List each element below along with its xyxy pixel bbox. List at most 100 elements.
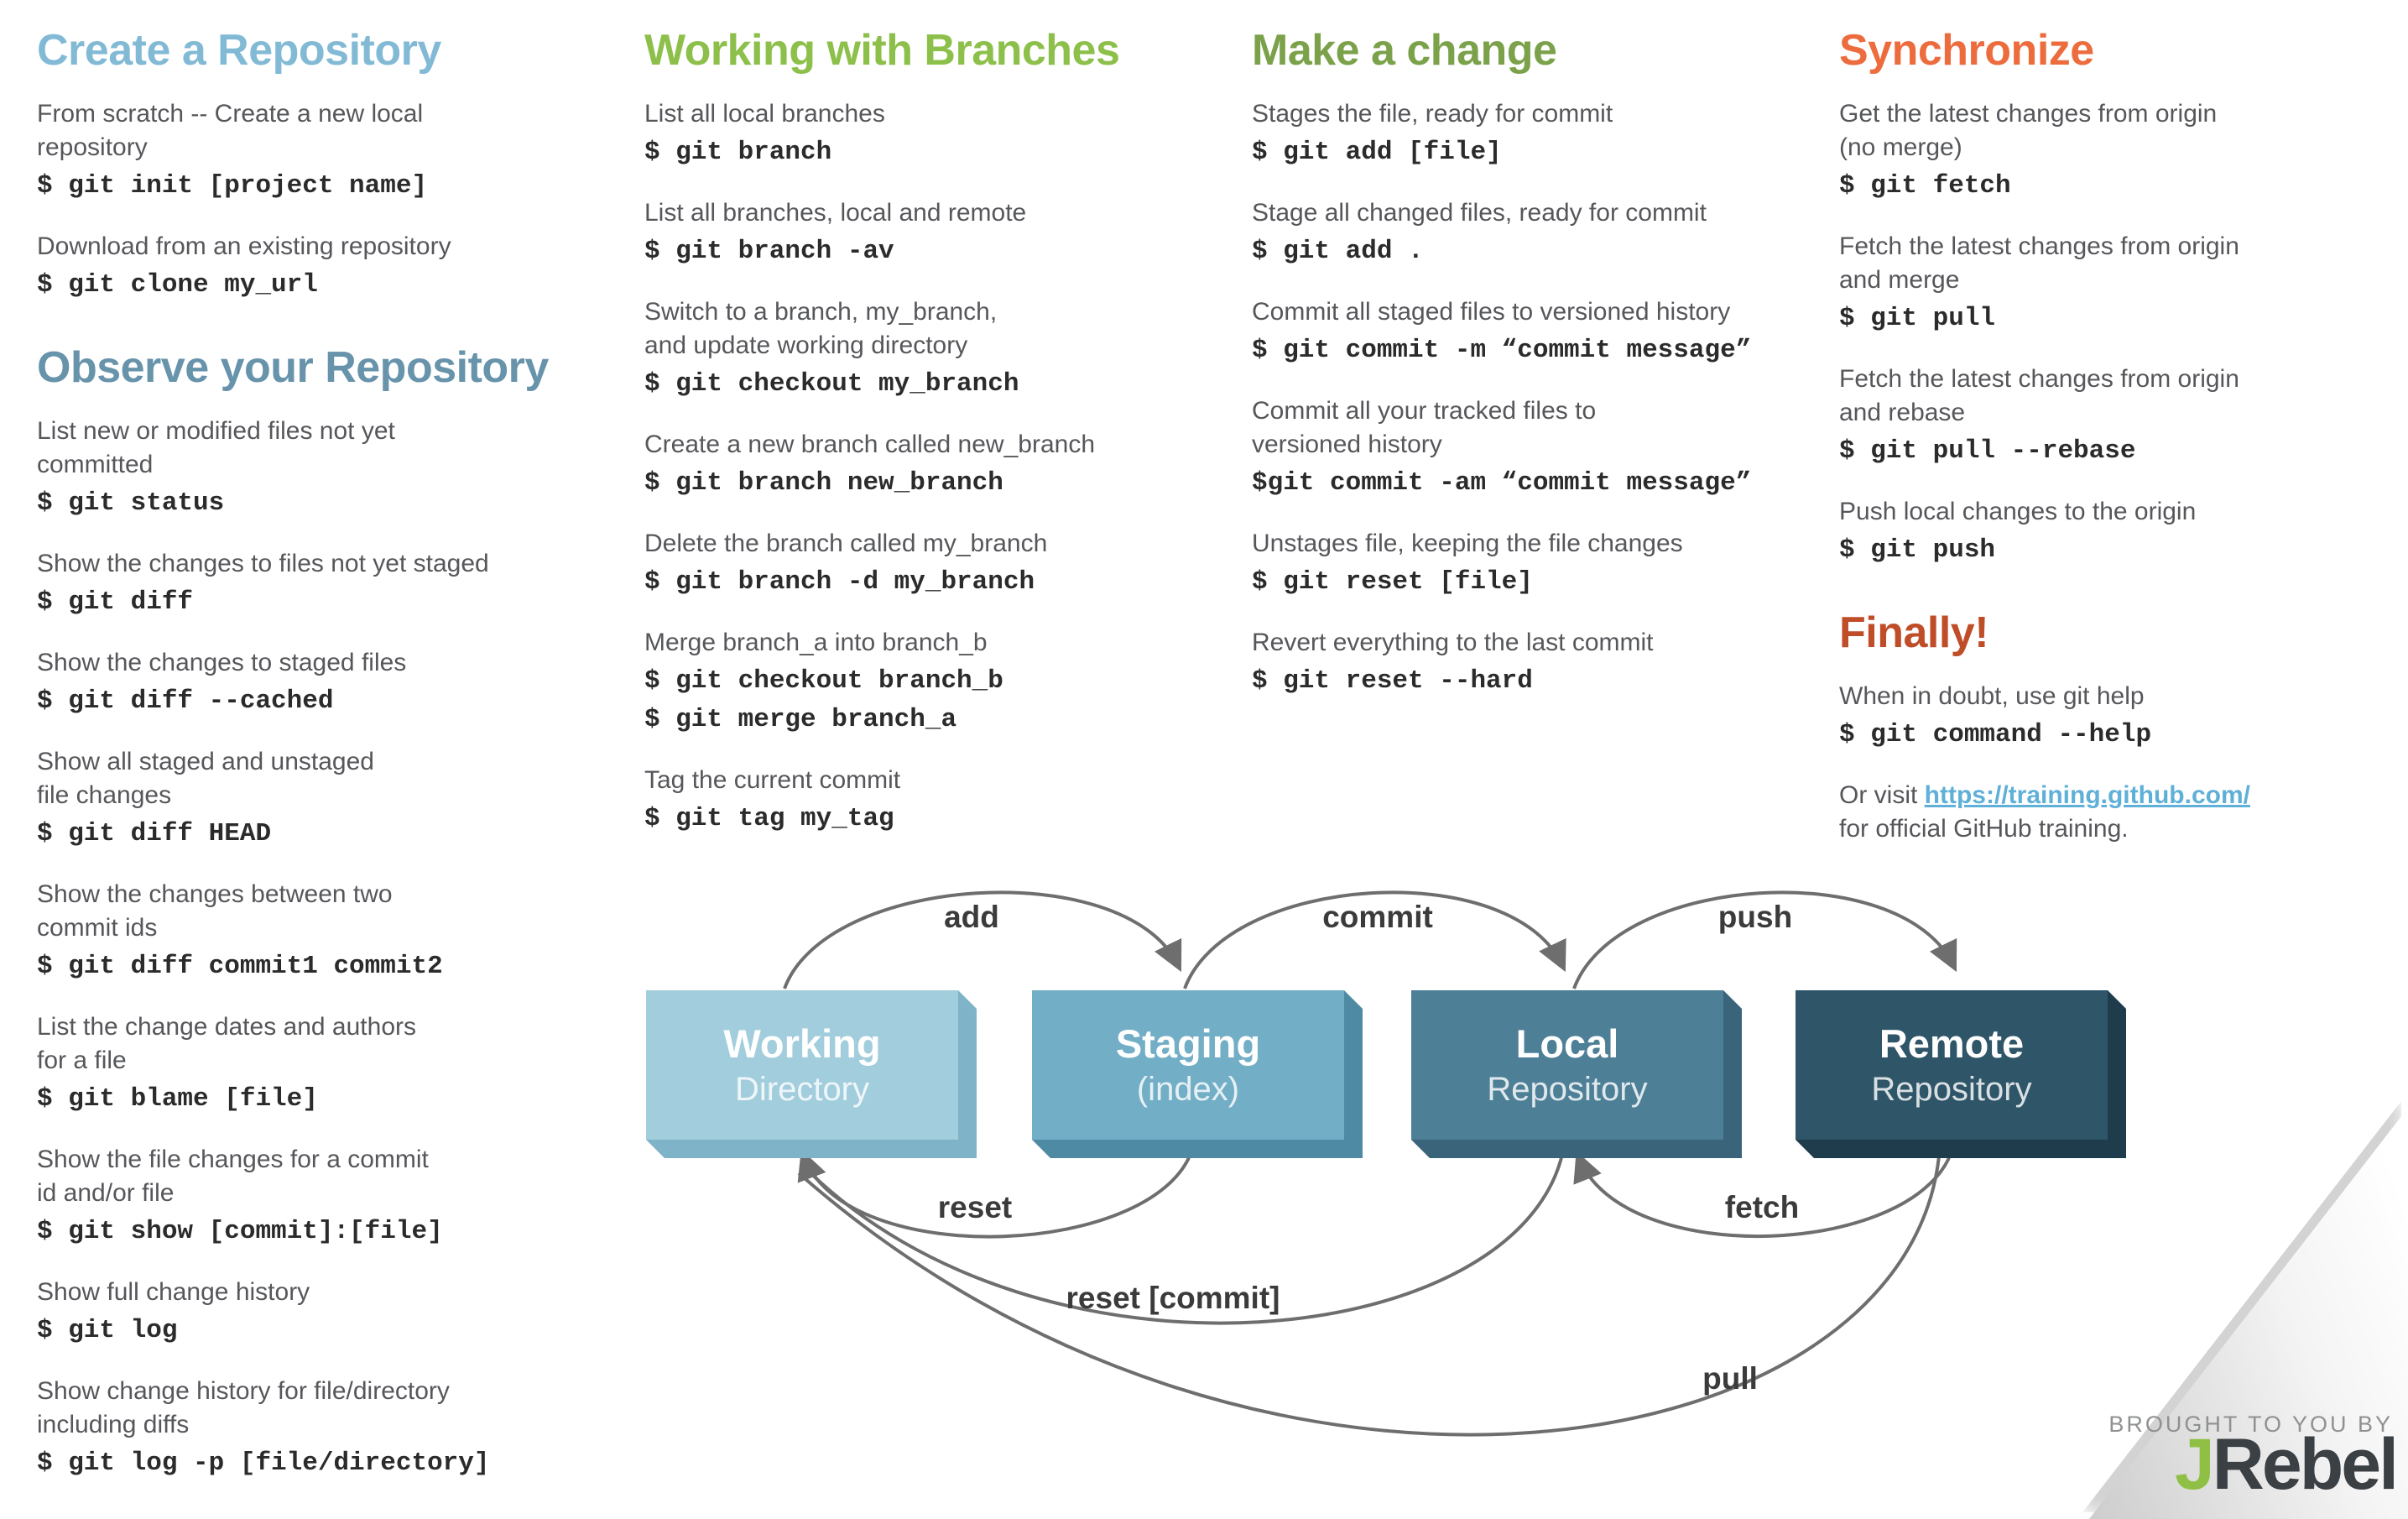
item-description: Download from an existing repository — [37, 232, 451, 260]
item-description: Push local changes to the origin — [1839, 498, 2197, 525]
item-command: $ git push — [1839, 535, 1996, 565]
cheat-item: Show the changes between two commit ids … — [37, 878, 591, 984]
item-description: Commit all staged files to versioned his… — [1252, 298, 1731, 326]
item-description: Stage all changed files, ready for commi… — [1252, 199, 1707, 227]
box-subtitle: (index) — [1136, 1071, 1240, 1109]
reset-commit-arrow-label: reset [commit] — [1066, 1281, 1280, 1315]
cheat-item: Commit all your tracked files to version… — [1252, 394, 1806, 500]
cheat-item: Tag the current commit $ git tag my_tag — [644, 764, 1198, 836]
item-description: Stages the file, ready for commit — [1252, 100, 1613, 128]
section-create-repository: Create a Repository From scratch -- Crea… — [37, 25, 591, 302]
section-title: Make a change — [1252, 26, 1557, 75]
column-synchronize: Synchronize Get the latest changes from … — [1839, 25, 2393, 873]
column-create-observe: Create a Repository From scratch -- Crea… — [37, 25, 591, 1507]
cheat-item: Delete the branch called my_branch $ git… — [644, 527, 1198, 599]
cheat-item: Or visit https://training.github.com/for… — [1839, 779, 2393, 846]
item-command: $ git add [file] — [1252, 138, 1502, 167]
section-synchronize: Synchronize Get the latest changes from … — [1839, 25, 2393, 567]
item-description: Show change history for file/directory i… — [37, 1377, 450, 1438]
box-face: Local Repository — [1411, 990, 1723, 1140]
section-title: Working with Branches — [644, 26, 1120, 75]
item-description: List the change dates and authors for a … — [37, 1013, 416, 1074]
section-title: Synchronize — [1839, 26, 2094, 75]
item-description: Merge branch_a into branch_b — [644, 629, 988, 656]
jrebel-logo: JRebel — [2175, 1428, 2399, 1501]
section-title: Observe your Repository — [37, 343, 549, 392]
item-command: $ git checkout my_branch — [644, 369, 1019, 399]
item-command: $ git reset [file] — [1252, 567, 1533, 597]
item-command: $ git status — [37, 488, 225, 518]
working-directory-box: Working Directory — [646, 990, 977, 1158]
remote-repository-box: Remote Repository — [1796, 990, 2126, 1158]
cheat-item: Fetch the latest changes from origin and… — [1839, 363, 2393, 468]
item-description: Get the latest changes from origin (no m… — [1839, 100, 2218, 161]
item-description: Fetch the latest changes from origin and… — [1839, 365, 2239, 426]
pull-arrow-label: pull — [1702, 1361, 1758, 1396]
item-command: $ git diff — [37, 587, 194, 617]
commit-arrow-label: commit — [1322, 900, 1433, 934]
brought-to-you-by-label: BROUGHT TO YOU BY — [2108, 1412, 2393, 1437]
item-description: Show the file changes for a commit id an… — [37, 1146, 429, 1207]
item-command: $ git log — [37, 1316, 178, 1345]
cheat-item: Fetch the latest changes from origin and… — [1839, 230, 2393, 336]
jrebel-logo-rebel: Rebel — [2212, 1424, 2399, 1505]
item-command: $ git diff commit1 commit2 — [37, 952, 443, 981]
box-face: Staging (index) — [1032, 990, 1344, 1140]
item-command: $ git merge branch_a — [644, 705, 957, 734]
item-command: $ git branch new_branch — [644, 468, 1003, 498]
jrebel-logo-j: J — [2174, 1424, 2215, 1505]
item-description: Tag the current commit — [644, 766, 901, 794]
cheat-item: Download from an existing repository $ g… — [37, 230, 591, 302]
item-command: $ git pull --rebase — [1839, 436, 2136, 466]
column-branches: Working with Branches List all local bra… — [644, 25, 1198, 863]
item-description: Fetch the latest changes from origin and… — [1839, 232, 2239, 294]
item-description: Show the changes between two commit ids — [37, 880, 393, 942]
cheat-item: Revert everything to the last commit $ g… — [1252, 626, 1806, 698]
item-command: $ git branch -av — [644, 237, 894, 266]
or-visit-suffix: for official GitHub training. — [1839, 815, 2129, 843]
cheat-item: List new or modified files not yet commi… — [37, 415, 591, 520]
item-command: $ git init [project name] — [37, 171, 428, 201]
box-subtitle: Directory — [734, 1071, 870, 1109]
item-command: $ git show [commit]:[file] — [37, 1217, 443, 1246]
cheat-item: Show full change history $ git log — [37, 1276, 591, 1348]
box-title: Staging — [1115, 1020, 1261, 1066]
local-repository-box: Local Repository — [1411, 990, 1742, 1158]
item-command: $ git tag my_tag — [644, 804, 894, 833]
cheat-item: From scratch -- Create a new local repos… — [37, 97, 591, 203]
item-description: List all branches, local and remote — [644, 199, 1027, 227]
section-title: Finally! — [1839, 608, 1989, 657]
item-command: $ git commit -m “commit message” — [1252, 336, 1752, 365]
item-description: Show full change history — [37, 1278, 310, 1306]
cheat-item: Create a new branch called new_branch $ … — [644, 428, 1198, 500]
cheat-item: Stage all changed files, ready for commi… — [1252, 196, 1806, 269]
box-subtitle: Repository — [1871, 1071, 2032, 1109]
cheat-item: Merge branch_a into branch_b $ git check… — [644, 626, 1198, 737]
item-description: Revert everything to the last commit — [1252, 629, 1654, 656]
item-description: Unstages file, keeping the file changes — [1252, 530, 1683, 557]
item-command: $ git fetch — [1839, 171, 2011, 201]
fetch-arrow-label: fetch — [1724, 1190, 1800, 1224]
item-command: $ git branch — [644, 138, 832, 167]
item-description: Commit all your tracked files to version… — [1252, 397, 1597, 458]
box-face: Remote Repository — [1796, 990, 2108, 1140]
item-description: Delete the branch called my_branch — [644, 530, 1048, 557]
cheat-item: Get the latest changes from origin (no m… — [1839, 97, 2393, 203]
cheat-item: List all branches, local and remote $ gi… — [644, 196, 1198, 269]
item-command: $ git clone my_url — [37, 270, 318, 300]
section-observe-repository: Observe your Repository List new or modi… — [37, 342, 591, 1480]
github-training-link[interactable]: https://training.github.com/ — [1924, 781, 2250, 809]
section-finally: Finally! When in doubt, use git help $ g… — [1839, 608, 2393, 846]
item-command: $ git checkout branch_b — [644, 666, 1003, 696]
item-command: $git commit -am “commit message” — [1252, 468, 1752, 498]
item-description: From scratch -- Create a new local repos… — [37, 100, 424, 161]
or-visit-prefix: Or visit — [1839, 781, 1925, 809]
cheat-item: Show the changes to files not yet staged… — [37, 547, 591, 619]
box-title: Working — [723, 1020, 881, 1066]
item-description: List all local branches — [644, 100, 885, 128]
item-command: $ git blame [file] — [37, 1084, 318, 1114]
column-make-change: Make a change Stages the file, ready for… — [1252, 25, 1806, 725]
item-command: $ git pull — [1839, 304, 1996, 333]
section-title: Create a Repository — [37, 26, 441, 75]
cheat-item: Push local changes to the origin $ git p… — [1839, 495, 2393, 567]
